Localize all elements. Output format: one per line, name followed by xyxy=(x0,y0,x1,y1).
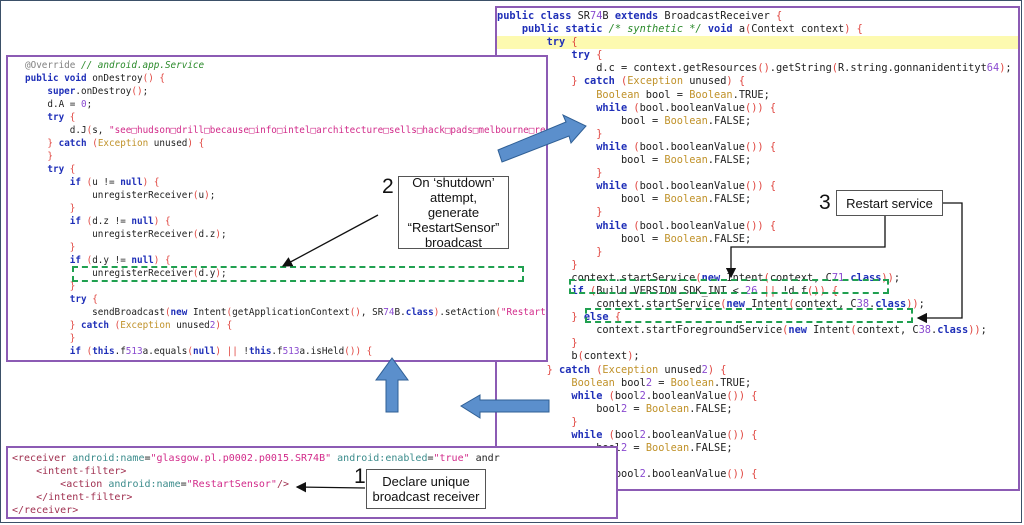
code-line: while (bool2.booleanValue()) { xyxy=(571,429,758,441)
code-line: unregisterReceiver(d.z); xyxy=(25,229,227,240)
start-service-c71-highlight xyxy=(569,279,889,294)
code-line: b(context); xyxy=(571,350,640,363)
manifest-code-panel: <receiver android:name="glasgow.pl.p0002… xyxy=(6,446,618,519)
code-line: super.onDestroy(); xyxy=(47,86,149,97)
code-line: bool2 = Boolean.FALSE; xyxy=(497,402,733,415)
manifest-code: <receiver android:name="glasgow.pl.p0002… xyxy=(12,452,500,517)
code-line: } xyxy=(596,245,603,258)
code-line: bool = Boolean.FALSE; xyxy=(497,154,752,167)
code-line: public class SR74B extends BroadcastRece… xyxy=(497,10,783,22)
code-line: while (bool.booleanValue()) { xyxy=(596,180,777,193)
code-line: context.startService(new Intent(context,… xyxy=(497,298,925,311)
code-line: @Override // android.app.Service xyxy=(25,60,205,71)
code-line: sendBroadcast(new Intent(getApplicationC… xyxy=(25,307,546,318)
code-line: } xyxy=(69,333,76,344)
step-2-number: 2 xyxy=(382,175,394,198)
code-line: bool = Boolean.FALSE; xyxy=(497,193,752,206)
send-broadcast-highlight xyxy=(72,266,524,282)
code-line: } xyxy=(596,127,603,140)
code-line: try { xyxy=(47,164,76,175)
code-line: context.startForegroundService(new Inten… xyxy=(497,324,987,337)
code-line: } catch (Exception unused) { xyxy=(47,138,205,149)
receiver-code-panel: public class SR74B extends BroadcastRece… xyxy=(495,6,1020,491)
code-line: } xyxy=(571,415,578,428)
code-line: <intent-filter> xyxy=(36,466,127,477)
step-1-callout: Declare unique broadcast receiver xyxy=(366,469,486,509)
code-line: } catch (Exception unused) { xyxy=(571,75,746,88)
code-line: if (this.f513a.equals(null) || !this.f51… xyxy=(69,346,373,357)
code-line: try { xyxy=(47,112,76,123)
code-line: public void onDestroy() { xyxy=(25,73,166,84)
code-line: d.J(s, "see□hudson□drill□because□info□in… xyxy=(25,125,546,136)
code-line: return; xyxy=(25,358,546,360)
code-line: } xyxy=(571,258,578,271)
code-line: bool = Boolean.FALSE; xyxy=(497,232,752,245)
step-3-number: 3 xyxy=(819,191,831,214)
code-line: } else { xyxy=(571,311,622,324)
code-line: </intent-filter> xyxy=(36,492,133,503)
code-line: unregisterReceiver(u); xyxy=(25,190,216,201)
code-line: } xyxy=(47,151,53,162)
step-1-number: 1 xyxy=(354,465,366,488)
code-line: Boolean bool2 = Boolean.TRUE; xyxy=(571,376,752,389)
code-line: } xyxy=(69,203,76,214)
code-line: } xyxy=(69,281,76,292)
receiver-code: public class SR74B extends BroadcastRece… xyxy=(497,10,1018,481)
code-line: if (u != null) { xyxy=(69,177,160,188)
code-line: try { xyxy=(571,49,603,62)
service-code: @Override // android.app.Service public v… xyxy=(25,59,546,360)
code-line: if (d.y != null) { xyxy=(69,255,171,266)
code-line: Boolean bool = Boolean.TRUE; xyxy=(596,88,770,101)
code-line: d.c = context.getResources().getString(R… xyxy=(497,62,1012,75)
step-2-callout: On ‘shutdown’ attempt, generate “Restart… xyxy=(398,175,509,250)
code-line: } xyxy=(571,337,578,350)
start-service-c38-highlight xyxy=(585,308,913,323)
code-line: public static /* synthetic */ void a(Con… xyxy=(521,23,863,36)
code-line: <receiver android:name="glasgow.pl.p0002… xyxy=(12,453,500,464)
code-line: } catch (Exception unused2) { xyxy=(546,363,727,376)
step-3-callout: Restart service xyxy=(836,190,943,216)
code-line: try { xyxy=(497,36,1018,50)
code-line: } xyxy=(69,242,76,253)
code-line: } catch (Exception unused2) { xyxy=(69,320,233,331)
code-line: while (bool2.booleanValue()) { xyxy=(571,389,758,402)
code-line: try { xyxy=(69,294,98,305)
code-line: while (bool.booleanValue()) { xyxy=(596,219,777,232)
code-line: if (d.z != null) { xyxy=(69,216,171,227)
code-line: d.A = 0; xyxy=(25,99,93,110)
code-line: bool2 = Boolean.FALSE; xyxy=(596,442,733,455)
code-line: } xyxy=(596,167,603,180)
code-line: </receiver> xyxy=(12,505,79,516)
code-line: while (bool.booleanValue()) { xyxy=(596,101,777,114)
code-line: unregisterReceiver(d.y); xyxy=(25,268,227,279)
flow-arrow-up xyxy=(375,357,409,413)
code-line: bool = Boolean.FALSE; xyxy=(497,114,752,127)
code-line: <action android:name="RestartSensor"/> xyxy=(60,479,289,490)
code-line: while (bool.booleanValue()) { xyxy=(596,140,777,153)
code-line: } xyxy=(596,206,603,219)
